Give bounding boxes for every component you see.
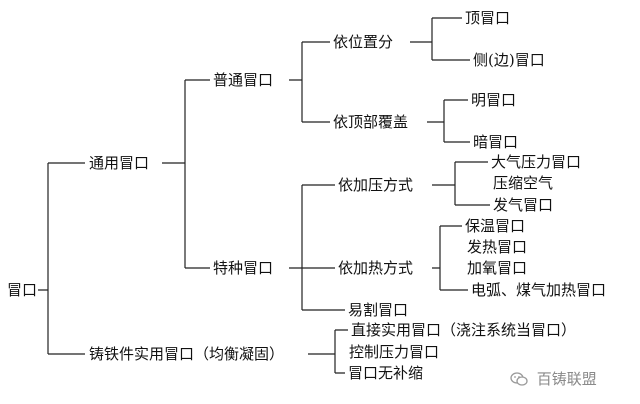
node-arc-gas-riser: 电弧、煤气加热冒口: [470, 281, 608, 299]
connector-by-top-cover: [427, 99, 470, 143]
node-gas-generating-riser: 发气冒口: [492, 196, 555, 214]
node-general-riser: 通用冒口: [88, 154, 151, 172]
node-direct-practical-riser: 直接实用冒口（浇注系统当冒口）: [350, 321, 578, 339]
connector-root: [30, 162, 85, 355]
node-open-riser: 明冒口: [470, 91, 518, 109]
watermark: 百铸联盟: [510, 368, 597, 389]
node-knock-off-riser: 易割冒口: [347, 301, 410, 319]
node-compressed-air: 压缩空气: [492, 174, 555, 192]
connector-general: [162, 79, 210, 269]
node-cast-iron-riser: 铸铁件实用冒口（均衡凝固）: [88, 345, 286, 363]
connector-ordinary: [289, 41, 330, 123]
node-root: 冒口: [6, 281, 39, 299]
connector-by-pressure: [432, 161, 490, 206]
node-blind-riser: 暗冒口: [472, 133, 520, 151]
node-ordinary-riser: 普通冒口: [212, 71, 275, 89]
node-by-top-cover: 依顶部覆盖: [332, 113, 410, 131]
node-special-riser: 特种冒口: [212, 259, 275, 277]
node-exothermic-riser: 发热冒口: [466, 238, 529, 256]
node-pressure-control-riser: 控制压力冒口: [348, 343, 441, 361]
connector-by-heating: [432, 225, 468, 291]
connector-special: [289, 184, 345, 311]
node-insulated-riser: 保温冒口: [464, 217, 527, 235]
node-side-riser: 侧(边)冒口: [472, 51, 546, 69]
node-by-heating: 依加热方式: [337, 259, 415, 277]
node-no-feed-riser: 冒口无补缩: [347, 364, 425, 382]
node-top-riser: 顶冒口: [464, 9, 512, 27]
node-oxygen-riser: 加氧冒口: [466, 259, 529, 277]
node-by-position: 依位置分: [332, 33, 395, 51]
connector-cast-iron: [308, 329, 348, 374]
node-atmospheric-riser: 大气压力冒口: [490, 153, 583, 171]
watermark-text: 百铸联盟: [536, 370, 597, 388]
connector-by-position: [410, 17, 470, 61]
node-by-pressure: 依加压方式: [337, 176, 415, 194]
wechat-icon: [510, 372, 528, 386]
